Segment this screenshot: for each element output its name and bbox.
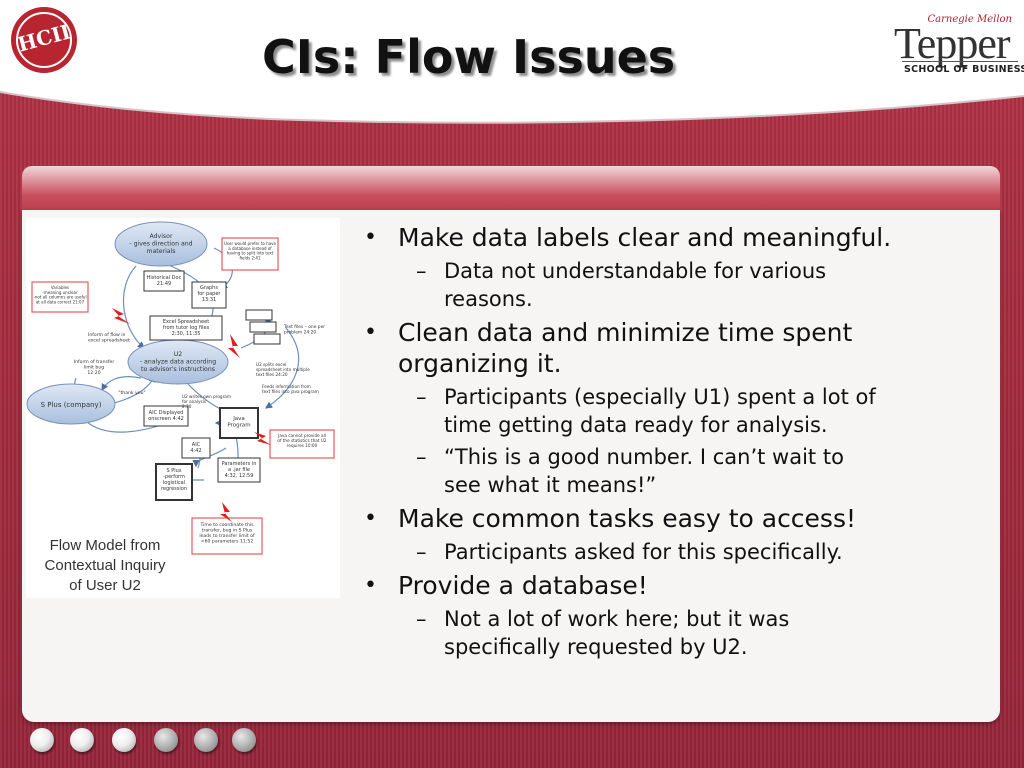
nav-dot-6[interactable] <box>232 728 256 752</box>
hcii-logo: HCII <box>8 4 80 76</box>
text-file-box <box>249 321 277 333</box>
sub-bullet-text: Data not understandable for various <box>444 259 827 283</box>
content-panel-bar <box>22 166 1000 214</box>
node-excel <box>149 315 223 341</box>
figure-caption-line: of User U2 <box>69 577 141 594</box>
figure-caption: Flow Model from Contextual Inquiry of Us… <box>30 536 180 596</box>
bullet-text: Make data labels clear and meaningful. <box>398 223 892 252</box>
tepper-rule <box>902 61 1018 62</box>
breakdown-bolt-icon <box>228 334 240 358</box>
sub-bullet-item: Participants (especially U1) spent a lot… <box>360 383 990 439</box>
note-database <box>221 237 279 271</box>
breakdown-bolt-icon <box>220 502 232 522</box>
sub-bullet-item: Participants asked for this specifically… <box>360 538 990 566</box>
breakdown-bolt-icon <box>254 432 271 445</box>
bullet-text: organizing it. <box>398 349 562 378</box>
flow-arrow <box>240 316 272 349</box>
node-aic-displayed <box>143 405 189 427</box>
node-graphs <box>191 281 227 309</box>
nav-dot-3[interactable] <box>112 728 136 752</box>
note-variables-label: Variables-meaning unclear-not all column… <box>33 285 86 304</box>
nav-dot-4[interactable] <box>154 728 178 752</box>
flow-arrow <box>101 376 142 392</box>
tepper-school-text: SCHOOL OF BUSINESS <box>904 64 1024 75</box>
bullet-item: Make data labels clear and meaningful. <box>360 222 990 253</box>
bullet-list: Make data labels clear and meaningful. D… <box>360 222 990 665</box>
sub-bullet-item: Not a lot of work here; but it was speci… <box>360 605 990 661</box>
sub-bullet-text: “This is a good number. I can’t wait to <box>444 445 844 469</box>
hcii-seal-icon <box>11 7 77 73</box>
tepper-logo: Carnegie Mellon Tepper SCHOOL OF BUSINES… <box>894 14 1024 80</box>
node-advisor <box>114 221 208 267</box>
bullet-text: Clean data and minimize time spent <box>398 318 853 347</box>
sub-bullet-text: time getting data ready for analysis. <box>444 413 828 437</box>
label-thank-you: "thank you" <box>118 390 145 396</box>
node-aic <box>181 437 211 459</box>
breakdown-bolts <box>112 308 271 522</box>
nav-dot-2[interactable] <box>70 728 94 752</box>
sub-bullet-item: Data not understandable for various reas… <box>360 257 990 313</box>
node-historical <box>143 270 185 292</box>
page-title: CIs: Flow Issues <box>262 30 676 84</box>
bullet-item: Make common tasks easy to access! <box>360 503 990 534</box>
tepper-name-text: Tepper <box>894 19 1011 68</box>
figure-caption-line: Contextual Inquiry <box>44 557 166 574</box>
node-splus-perform <box>155 463 193 501</box>
slide-header <box>0 0 1024 124</box>
sub-bullet-text: Not a lot of work here; but it was <box>444 607 790 631</box>
text-file-box <box>253 333 281 345</box>
note-java-cannot <box>269 429 335 459</box>
flow-arrow <box>122 265 145 349</box>
nav-dot-1[interactable] <box>30 728 54 752</box>
node-parameters <box>217 457 261 483</box>
node-java <box>219 407 259 439</box>
tepper-cmu-text: Carnegie Mellon <box>927 14 1012 25</box>
header-swoosh <box>0 0 1024 124</box>
figure-caption-line: Flow Model from <box>49 537 161 554</box>
flow-arrow <box>265 327 300 409</box>
sub-bullet-text: see what it means!” <box>444 473 657 497</box>
note-variables <box>31 281 89 313</box>
sub-bullet-text: Participants (especially U1) spent a lot… <box>444 385 876 409</box>
note-time-coordinate <box>191 517 263 555</box>
sub-bullet-item: “This is a good number. I can’t wait to … <box>360 443 990 499</box>
node-splus-company-label: S Plus (company) <box>41 401 102 409</box>
bullet-text: Make common tasks easy to access! <box>398 504 857 533</box>
sub-bullet-text: Participants asked for this specifically… <box>444 540 843 564</box>
sub-bullet-text: specifically requested by U2. <box>444 635 748 659</box>
bullet-text: Provide a database! <box>398 571 648 600</box>
node-splus-company <box>26 383 116 425</box>
breakdown-bolt-icon <box>112 308 130 324</box>
bullet-item: Clean data and minimize time spent organ… <box>360 317 990 379</box>
text-file-box <box>245 309 273 321</box>
nav-dot-5[interactable] <box>194 728 218 752</box>
sub-bullet-text: reasons. <box>444 287 533 311</box>
flow-arrow <box>109 374 156 405</box>
bullet-item: Provide a database! <box>360 570 990 601</box>
